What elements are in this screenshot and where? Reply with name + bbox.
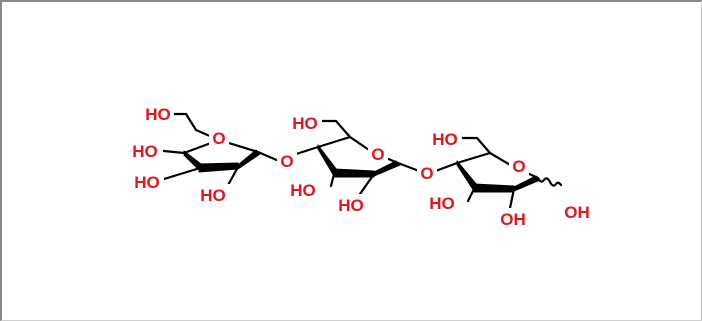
bond xyxy=(291,145,320,157)
wedge-bond xyxy=(183,150,202,171)
ring-oxygen-3: O xyxy=(512,157,525,176)
hydroxyl-3b: OH xyxy=(500,210,526,229)
hydroxyl-1a: HO xyxy=(132,142,158,161)
wavy-bond xyxy=(536,176,563,187)
hydroxyl-3a: HO xyxy=(429,194,455,213)
bond xyxy=(475,136,492,155)
bond xyxy=(508,187,516,210)
bond xyxy=(225,165,240,189)
anomeric-hydroxyl: OH xyxy=(564,203,590,222)
ch2oh-3: HO xyxy=(432,130,458,149)
glycosidic-oxygen-1: O xyxy=(280,152,293,171)
wedge-bond xyxy=(513,175,541,192)
bond xyxy=(162,149,186,155)
bond xyxy=(256,150,281,163)
atom-labels: O HO HO HO HO O O HO HO HO O O HO HO OH … xyxy=(128,103,594,229)
hydroxyl-1b: HO xyxy=(134,173,160,192)
bond xyxy=(358,172,376,196)
bond xyxy=(488,151,514,168)
ring-oxygen-2: O xyxy=(371,145,384,164)
bond xyxy=(334,119,352,139)
glycosidic-oxygen-2: O xyxy=(420,164,433,183)
ring-3 xyxy=(431,136,563,210)
bond xyxy=(162,166,202,181)
ch2oh-1: HO xyxy=(145,105,171,124)
bond xyxy=(466,187,476,203)
ring-1 xyxy=(162,112,281,189)
bond xyxy=(396,161,421,173)
bond xyxy=(455,151,492,165)
ring-2 xyxy=(291,119,421,196)
ring-oxygen-1: O xyxy=(212,129,225,148)
bold-bond xyxy=(473,183,515,193)
bold-bond xyxy=(198,162,239,173)
bold-bond xyxy=(333,168,375,178)
hydroxyl-1c: HO xyxy=(200,186,226,205)
ch2oh-2: HO xyxy=(292,114,318,133)
bond xyxy=(329,172,336,188)
bond xyxy=(316,135,352,149)
wedge-bond xyxy=(237,149,261,170)
hydroxyl-2b: HO xyxy=(338,196,364,215)
hydroxyl-2a: HO xyxy=(290,181,316,200)
bond xyxy=(184,112,198,132)
